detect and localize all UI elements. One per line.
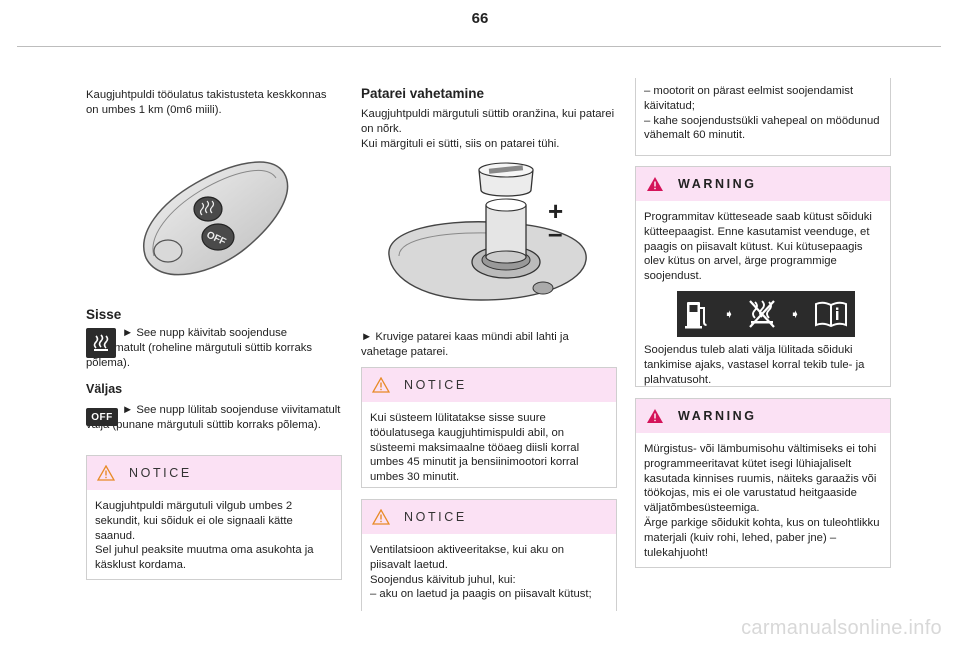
notice-title: NOTICE — [129, 466, 192, 480]
notice-header: NOTICE — [87, 456, 341, 490]
range-text: Kaugjuhtpuldi tööulatus takistusteta kes… — [86, 89, 327, 116]
valjas-text: ► See nupp lülitab soojenduse viivitamat… — [86, 404, 341, 431]
arrow-icon: ➧ — [789, 306, 801, 321]
heater-off-icon — [749, 300, 775, 328]
plus-sign: + — [548, 196, 563, 226]
heater-on-icon — [86, 328, 116, 358]
notice-box-1: NOTICE Kaugjuhtpuldi märgutuli vilgub um… — [86, 455, 342, 580]
notice-header: NOTICE — [362, 500, 616, 534]
valjas-section: OFF ► See nupp lülitab soojenduse viivit… — [86, 403, 342, 433]
warning-title: WARNING — [678, 177, 757, 191]
battery-replacement-illustration: + – — [388, 162, 587, 301]
warning-text-2: Soojendus tuleb alati välja lülitada sõi… — [644, 343, 865, 386]
notice-continuation: – mootorit on pärast eelmist soojendamis… — [635, 78, 891, 156]
warning-triangle-icon — [647, 409, 663, 423]
notice-box-2: NOTICE Kui süsteem lülitatakse sisse suu… — [361, 367, 617, 488]
notice-triangle-icon — [372, 377, 390, 393]
header-divider — [17, 46, 941, 47]
sisse-section: ► See nupp käivitab soojenduse viivitama… — [86, 326, 342, 370]
notice-title: NOTICE — [404, 510, 467, 524]
replace-text: ► Kruvige patarei kaas mündi abil lahti … — [361, 331, 569, 358]
warning-header: WARNING — [636, 167, 890, 201]
warning-box-2: WARNING Mürgistus- või lämbumisohu välti… — [635, 398, 891, 568]
minus-sign: – — [548, 218, 562, 248]
notice-text: Kaugjuhtpuldi märgutuli vilgub umbes 2 s… — [95, 500, 314, 572]
warning-header: WARNING — [636, 399, 890, 433]
valjas-heading: Väljas — [86, 382, 123, 396]
warning-title: WARNING — [678, 409, 757, 423]
notice-text: Kui süsteem lülitatakse sisse suure tööu… — [370, 412, 580, 484]
notice-triangle-icon — [97, 465, 115, 481]
watermark: carmanualsonline.info — [741, 617, 942, 639]
fuel-heater-manual-pictogram: ➧ ➧ — [677, 290, 855, 337]
manual-book-icon — [814, 301, 847, 328]
notice-text: Ventilatsioon aktiveeritakse, kui aku on… — [370, 544, 592, 601]
warning-triangle-icon — [647, 177, 663, 191]
warning-text: Programmitav kütteseade saab kütust sõid… — [644, 211, 872, 283]
notice-triangle-icon — [372, 509, 390, 525]
notice-header: NOTICE — [362, 368, 616, 402]
page-number: 66 — [471, 10, 489, 27]
arrow-icon: ➧ — [723, 306, 735, 321]
off-button-icon: OFF — [86, 408, 118, 426]
remote-control-illustration: OFF — [143, 161, 289, 276]
continuation-text: – mootorit on pärast eelmist soojendamis… — [644, 85, 880, 142]
sisse-text: ► See nupp käivitab soojenduse viivitama… — [86, 327, 313, 369]
battery-intro: Kaugjuhtpuldi märgutuli süttib oranžina,… — [361, 108, 615, 150]
warning-text: Mürgistus- või lämbumisohu vältimiseks e… — [644, 443, 880, 559]
warning-box-1: WARNING Programmitav kütteseade saab küt… — [635, 166, 891, 387]
notice-box-3: NOTICE Ventilatsioon aktiveeritakse, kui… — [361, 499, 617, 611]
notice-title: NOTICE — [404, 378, 467, 392]
sisse-heading: Sisse — [86, 307, 122, 322]
fuel-pump-icon — [684, 301, 707, 329]
battery-heading: Patarei vahetamine — [361, 86, 485, 101]
